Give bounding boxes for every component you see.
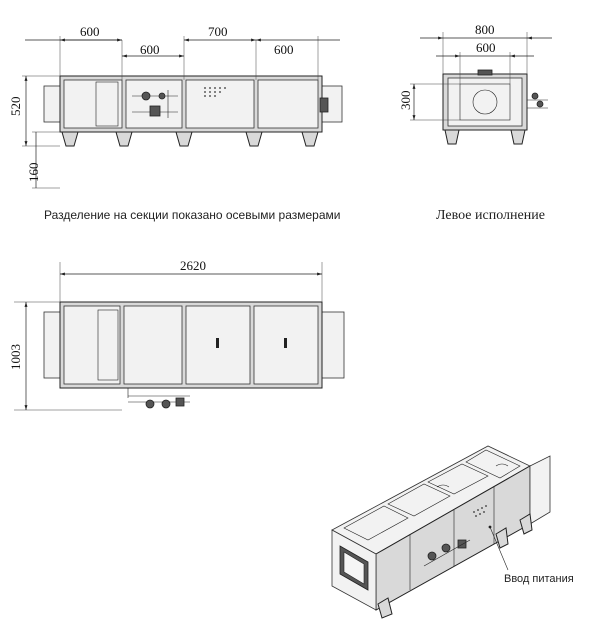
- front-vent-grid: [204, 87, 226, 97]
- top-inlet-duct: [43, 311, 63, 379]
- side-top-box: [477, 69, 493, 76]
- dim-front-700: 700: [208, 24, 228, 39]
- front-inlet-duct: [43, 85, 63, 123]
- side-leg-left: [444, 129, 460, 145]
- dim-front-height: 520: [8, 97, 23, 117]
- front-section-4: [257, 79, 319, 129]
- dim-front-leg: 160: [26, 163, 41, 183]
- iso-outlet-duct: [529, 455, 551, 525]
- dim-side-outer-width: 800: [475, 22, 495, 37]
- side-fan-circle: [472, 89, 498, 115]
- top-section-1-door: [97, 309, 119, 381]
- dim-top-depth: 1003: [8, 344, 23, 370]
- side-body-panel: [447, 77, 523, 127]
- dim-front-600-left: 600: [80, 24, 100, 39]
- front-valve-assembly: [132, 90, 178, 118]
- side-valve-assembly: [527, 92, 548, 109]
- top-section-2: [123, 305, 183, 385]
- front-controller-box: [319, 97, 329, 113]
- dim-top-length: 2620: [180, 258, 206, 273]
- top-view: 2620 1003: [8, 258, 345, 411]
- top-handle-2: [284, 338, 287, 348]
- side-view: 800 600 300: [398, 22, 552, 145]
- side-leg-right: [510, 129, 526, 145]
- iso-leg-2: [495, 527, 509, 549]
- front-section-2: [125, 79, 183, 129]
- dim-side-inner-height: 300: [398, 91, 413, 111]
- front-section-1-door: [95, 81, 119, 127]
- dim-front-600-right: 600: [274, 42, 294, 57]
- top-outlet-duct: [319, 311, 345, 379]
- iso-vent-dots: [473, 505, 487, 517]
- section-division-note: Разделение на секции показано осевыми ра…: [44, 208, 340, 222]
- iso-valve-assembly: [423, 539, 471, 567]
- dim-side-inner-width: 600: [476, 40, 496, 55]
- iso-leg-1: [377, 597, 393, 619]
- iso-leg-3: [519, 513, 533, 535]
- isometric-view: Ввод питания: [331, 445, 574, 619]
- front-legs: [61, 131, 319, 147]
- top-pipework: [127, 388, 190, 409]
- variant-caption: Левое исполнение: [436, 208, 545, 223]
- front-view: 600 700 600 600 520 160: [8, 24, 343, 189]
- side-duct-opening: [459, 83, 511, 121]
- power-inlet-leader: [489, 526, 509, 571]
- front-section-1: [63, 79, 123, 129]
- dim-front-600-second: 600: [140, 42, 160, 57]
- iso-top-handle-1: [436, 484, 450, 488]
- top-handle-1: [216, 338, 219, 348]
- top-section-1: [63, 305, 121, 385]
- iso-top-handle-2: [495, 463, 509, 467]
- power-inlet-label: Ввод питания: [504, 573, 574, 585]
